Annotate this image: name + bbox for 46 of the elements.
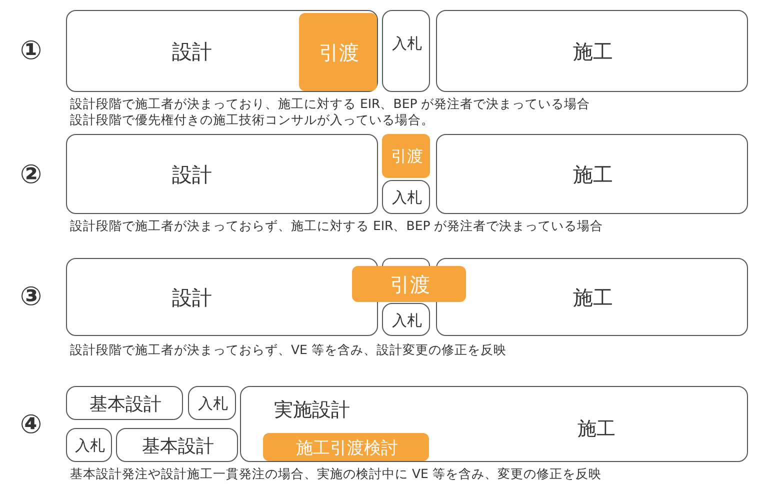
box-label: 施工 — [573, 38, 613, 66]
box-label: 施工引渡検討 — [296, 438, 398, 460]
handover-box — [263, 433, 429, 461]
case-number: ② — [20, 160, 42, 190]
box-label: 施工 — [573, 284, 613, 312]
note-text: 設計段階で施工者が決まっておらず、施工に対する EIR、BEP が発注者で決まっている場合 — [70, 218, 604, 235]
box-label: 設計 — [172, 162, 212, 188]
box-label: 引渡 — [391, 146, 423, 168]
box-label: 施工 — [578, 416, 616, 442]
note-text: 設計段階で施工者が決まっておらず、VE 等を含み、設計変更の修正を反映 — [70, 342, 506, 359]
phase-box — [116, 428, 238, 462]
phase-box — [66, 10, 378, 92]
phase-box — [66, 386, 183, 420]
box-label: 実施設計 — [274, 398, 350, 423]
box-label: 入札 — [392, 188, 422, 208]
phase-box — [382, 180, 430, 214]
box-label: 設計 — [172, 284, 212, 312]
phase-box — [66, 258, 378, 336]
handover-box — [299, 13, 377, 91]
phase-box — [436, 258, 748, 336]
box-label: 基本設計 — [142, 435, 214, 458]
phase-box — [240, 386, 748, 462]
handover-box — [382, 134, 430, 178]
note-text: 基本設計発注や設計施工一貫発注の場合、実施の検討中に VE 等を含み、変更の修正を反映 — [70, 466, 602, 483]
box-label: 基本設計 — [90, 393, 162, 416]
case-number: ④ — [20, 410, 42, 440]
note-text: 設計段階で施工者が決まっており、施工に対する EIR、BEP が発注者で決まっている場合 — [70, 96, 590, 113]
case-number: ③ — [20, 282, 42, 312]
phase-box — [66, 134, 378, 214]
box-label: 設計 — [172, 38, 212, 66]
phase-box — [188, 386, 236, 420]
box-label: 施工 — [573, 162, 613, 188]
box-label: 入札 — [392, 34, 422, 54]
phase-box — [382, 10, 430, 92]
phase-box — [436, 10, 748, 92]
box-label: 入札 — [75, 436, 105, 456]
box-label: 入札 — [198, 394, 228, 414]
box-label: 引渡 — [390, 272, 430, 298]
phase-box — [436, 134, 748, 214]
handover-box — [352, 266, 466, 302]
box-label: 入札 — [392, 311, 422, 330]
phase-box — [382, 303, 430, 336]
box-label: 引渡 — [319, 40, 359, 66]
case-number: ① — [20, 36, 42, 66]
phase-box — [66, 428, 112, 462]
note-text: 設計段階で優先権付きの施工技術コンサルが入っている場合。 — [70, 112, 434, 129]
